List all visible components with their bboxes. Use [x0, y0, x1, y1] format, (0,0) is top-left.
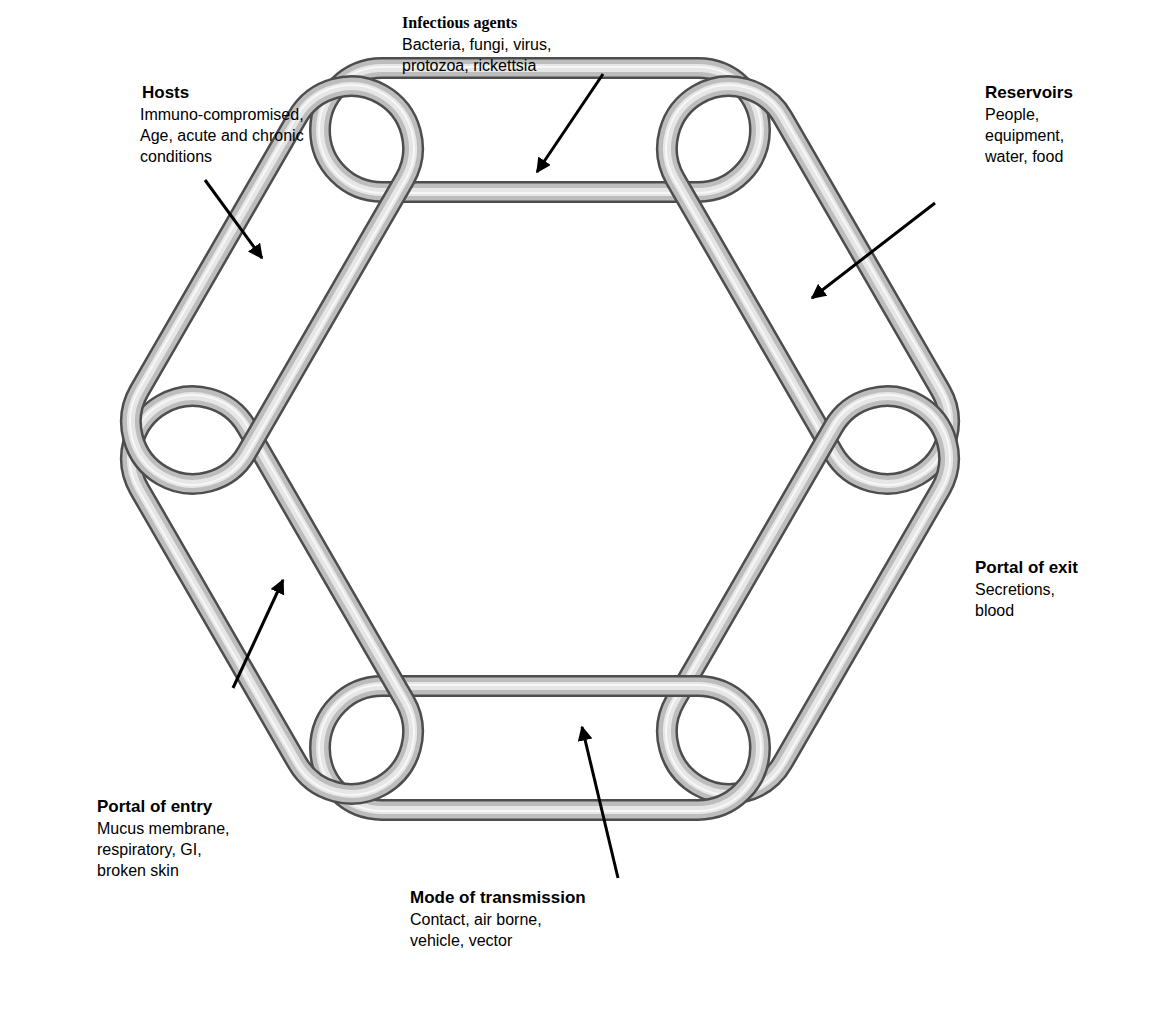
- chain-link: [643, 372, 973, 818]
- group-description: Immuno-compromised, Age, acute and chron…: [140, 104, 328, 167]
- chain-link: [643, 62, 973, 508]
- group-description: Contact, air borne, vehicle, vector: [410, 909, 575, 951]
- chain-link: [107, 372, 437, 818]
- leader-arrow: [812, 203, 935, 298]
- group-heading: Portal of entry: [97, 796, 212, 817]
- group-heading: Hosts: [142, 82, 189, 103]
- leader-arrow: [233, 580, 283, 688]
- leader-arrow: [582, 727, 618, 878]
- group-heading: Infectious agents: [402, 12, 517, 33]
- group-heading: Mode of transmission: [410, 887, 586, 908]
- group-heading: Reservoirs: [985, 82, 1073, 103]
- chain-link: [107, 62, 437, 508]
- group-description: People, equipment, water, food: [985, 104, 1090, 167]
- group-description: Mucus membrane, respiratory, GI, broken …: [97, 818, 249, 881]
- leader-arrow: [537, 74, 603, 172]
- group-heading: Portal of exit: [975, 557, 1078, 578]
- group-description: Secretions, blood: [975, 579, 1080, 621]
- group-description: Bacteria, fungi, virus, protozoa, ricket…: [402, 34, 597, 76]
- leader-arrow: [205, 180, 262, 258]
